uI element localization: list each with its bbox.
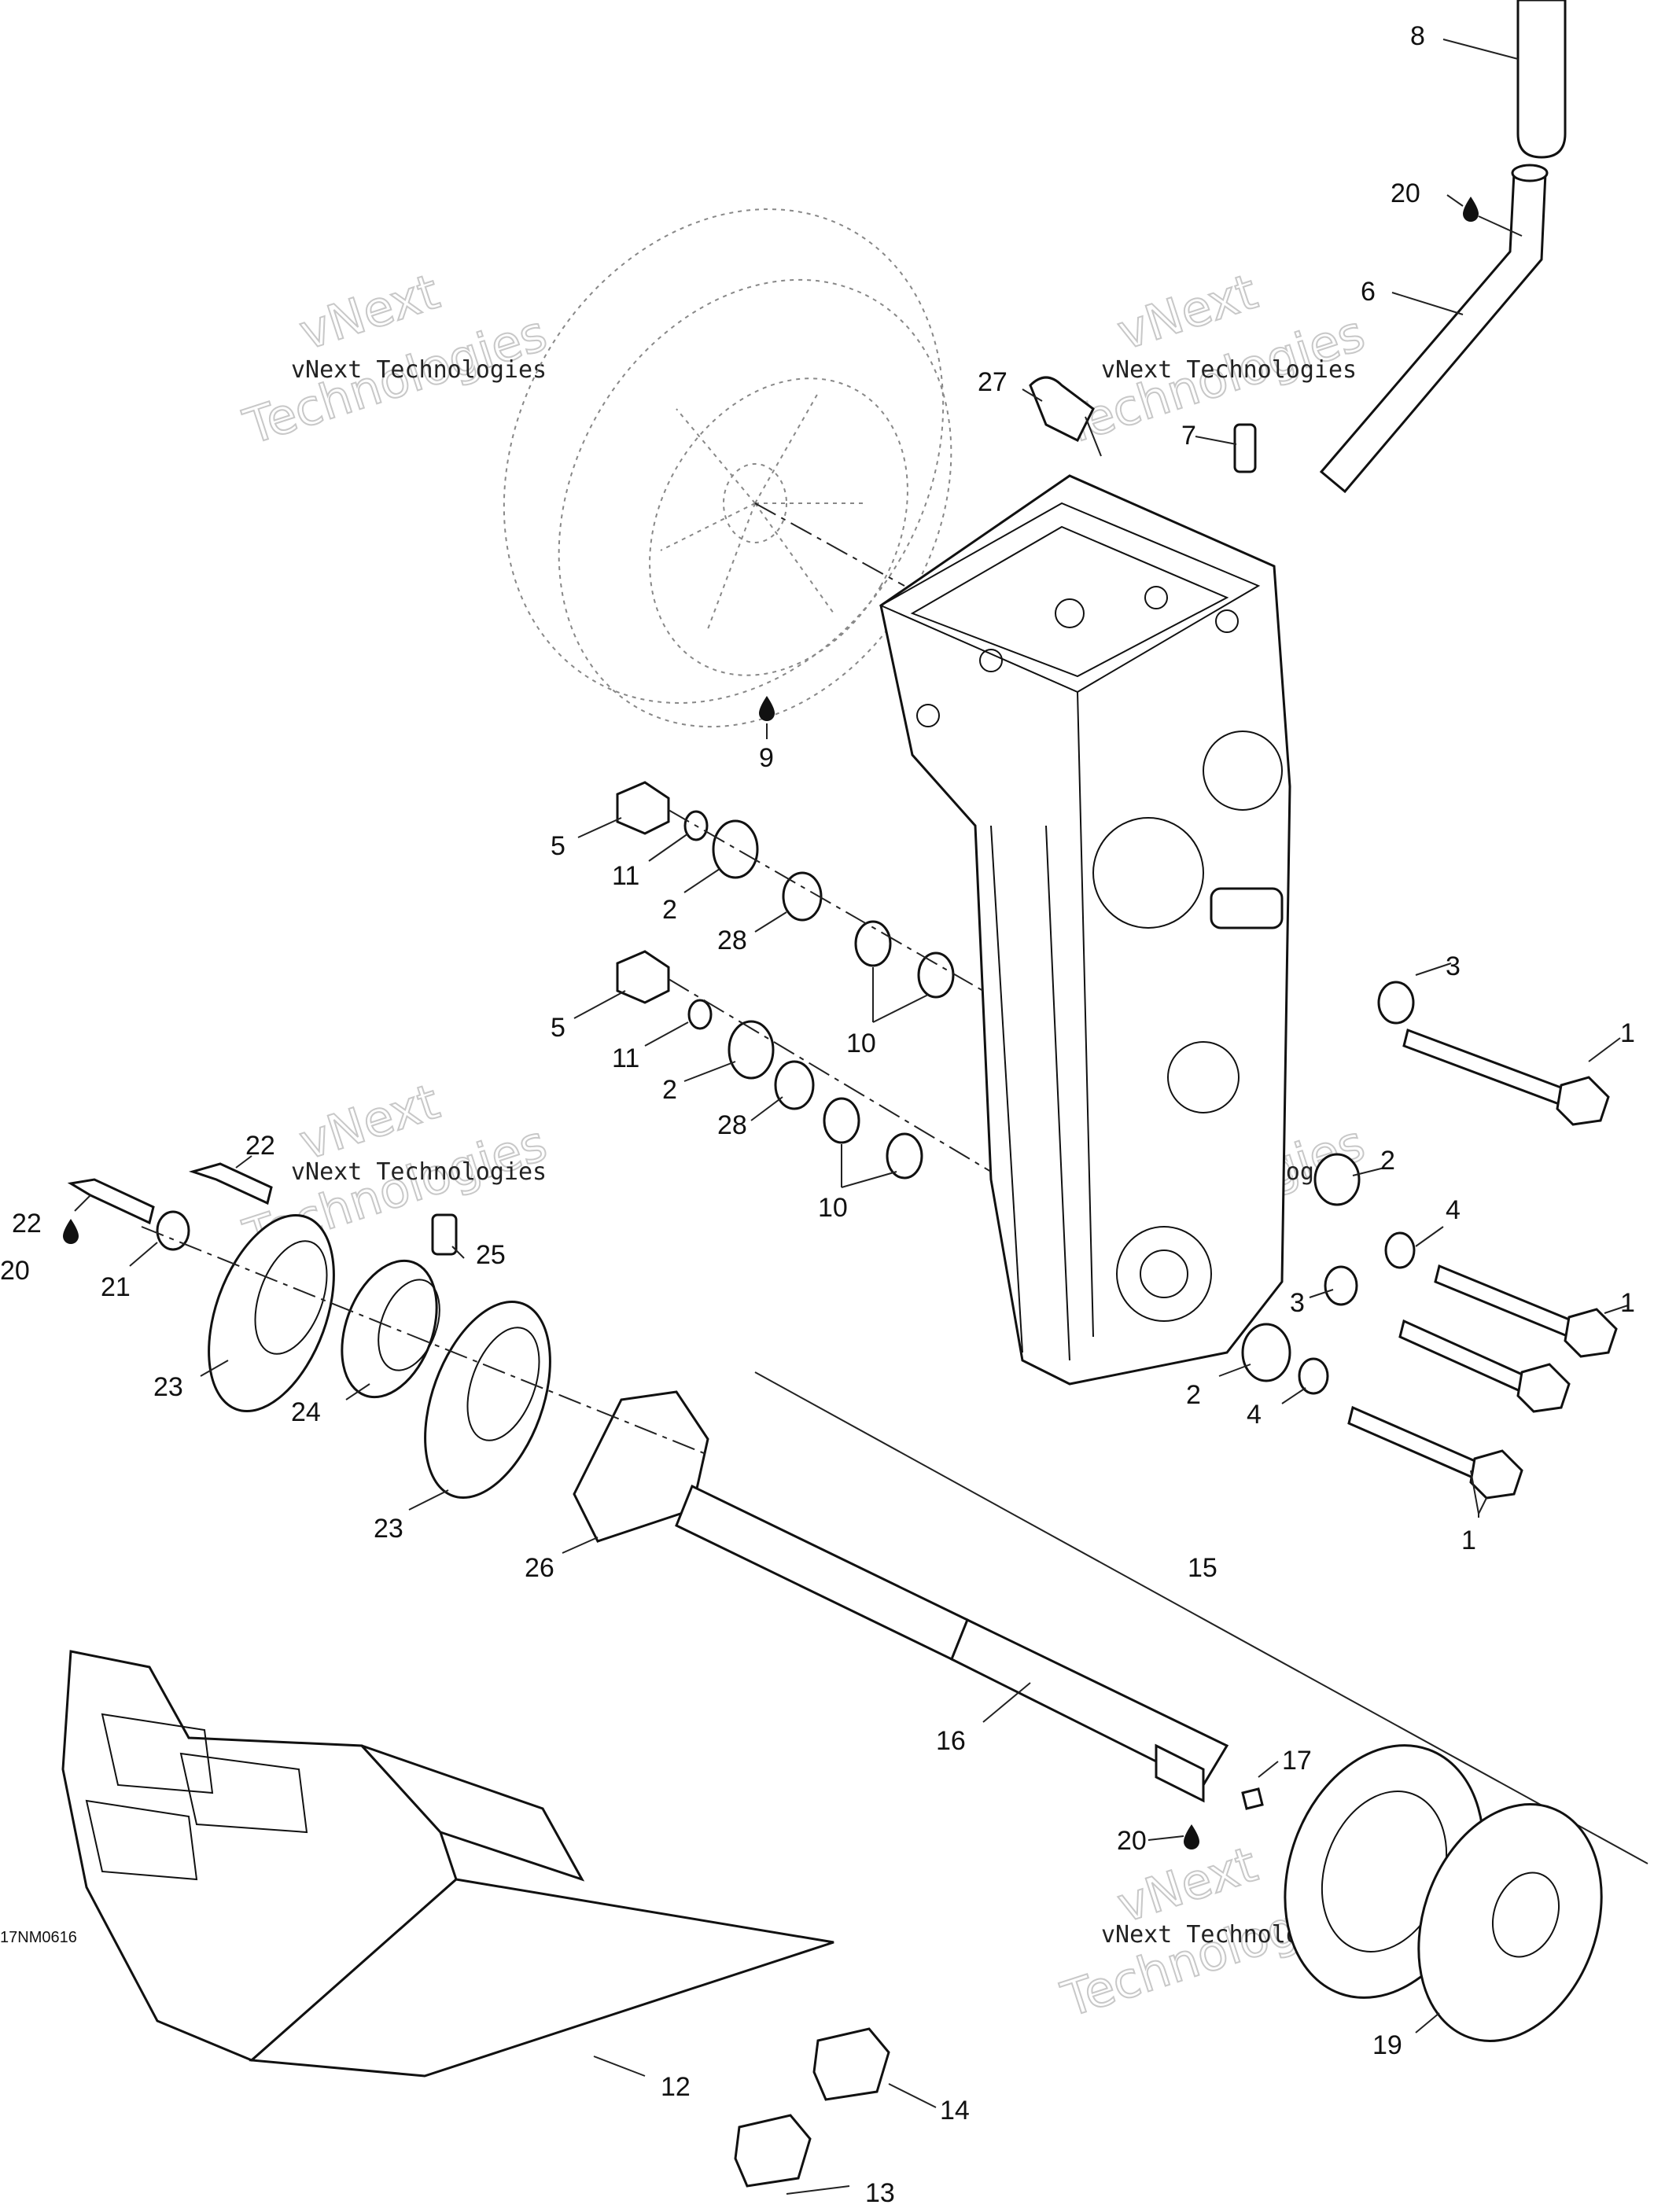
callout-10: 10 [818,1193,848,1223]
callout-1: 1 [1461,1526,1476,1555]
callout-17: 17 [1282,1746,1312,1776]
callout-25: 25 [476,1240,506,1270]
callout-27: 27 [978,367,1008,397]
callout-20: 20 [1117,1826,1147,1856]
svg-text:vNext Technologies: vNext Technologies [291,1158,547,1186]
bearing-assembly [67,1162,709,1543]
leader-lines [74,39,1629,2195]
callout-24: 24 [291,1397,321,1427]
callout-20: 20 [0,1256,30,1286]
callout-4: 4 [1247,1400,1262,1430]
lubricant-drop-icon [759,696,775,721]
callout-6: 6 [1361,277,1376,307]
callout-8: 8 [1410,21,1425,51]
svg-text:vNext Technologies: vNext Technologies [1101,356,1357,384]
callout-1: 1 [1620,1288,1635,1318]
callout-20: 20 [1391,179,1420,208]
callout-16: 16 [936,1726,966,1756]
drawing-code: 17NM0616 [0,1929,77,1946]
callout-22: 22 [245,1131,275,1161]
callout-11: 11 [612,1043,639,1073]
callout-4: 4 [1446,1195,1461,1225]
callout-26: 26 [525,1553,554,1583]
drive-sprocket [1241,1744,1603,2042]
callout-3: 3 [1446,951,1461,981]
track-sliders [734,2027,890,2188]
right-bolts [1241,981,1618,1500]
callout-19: 19 [1372,2030,1402,2060]
callout-2: 2 [1186,1380,1201,1410]
watermark-top-left: vNext Technologies vNext Technologies [236,262,554,457]
pulley-axis-line [754,502,905,587]
callout-2: 2 [1380,1146,1395,1176]
lubricant-drop-icon [63,1219,79,1244]
cable-bracket [1029,376,1095,443]
lubricant-drop-icon [1463,197,1479,222]
callout-3: 3 [1290,1288,1305,1318]
watermark-top-right: vNext Technologies vNext Technologies [1054,262,1372,457]
callout-23: 23 [153,1372,183,1402]
callout-23: 23 [374,1514,403,1544]
callout-7: 7 [1181,421,1196,451]
callout-13: 13 [865,2178,895,2208]
callout-1: 1 [1620,1018,1635,1048]
callout-22: 22 [12,1209,42,1238]
callout-15: 15 [1188,1553,1217,1583]
shift-lever-assembly [1029,0,1567,494]
gearcase-housing [879,474,1291,1386]
callout-21: 21 [101,1272,131,1302]
callout-10: 10 [846,1029,876,1058]
lever-pin [1233,423,1257,473]
drive-shaft [675,1371,1648,1864]
callout-2: 2 [662,1075,677,1105]
svg-text:vNext Technologies: vNext Technologies [291,356,547,384]
left-hardware-stack [616,781,992,1180]
callout-5: 5 [551,1013,565,1043]
callout-labels: 8 20 6 27 7 9 5 11 2 28 10 5 11 2 28 10 … [0,21,1635,2208]
lever-knob [1516,0,1567,159]
callout-2: 2 [662,895,677,925]
callout-28: 28 [717,1110,747,1140]
callout-28: 28 [717,926,747,955]
callout-14: 14 [940,2096,970,2126]
lubricant-drop-icon [1184,1824,1199,1849]
callout-11: 11 [612,861,639,891]
callout-5: 5 [551,831,565,861]
callout-12: 12 [661,2072,691,2102]
callout-9: 9 [759,743,774,773]
track-belt [61,1650,834,2078]
